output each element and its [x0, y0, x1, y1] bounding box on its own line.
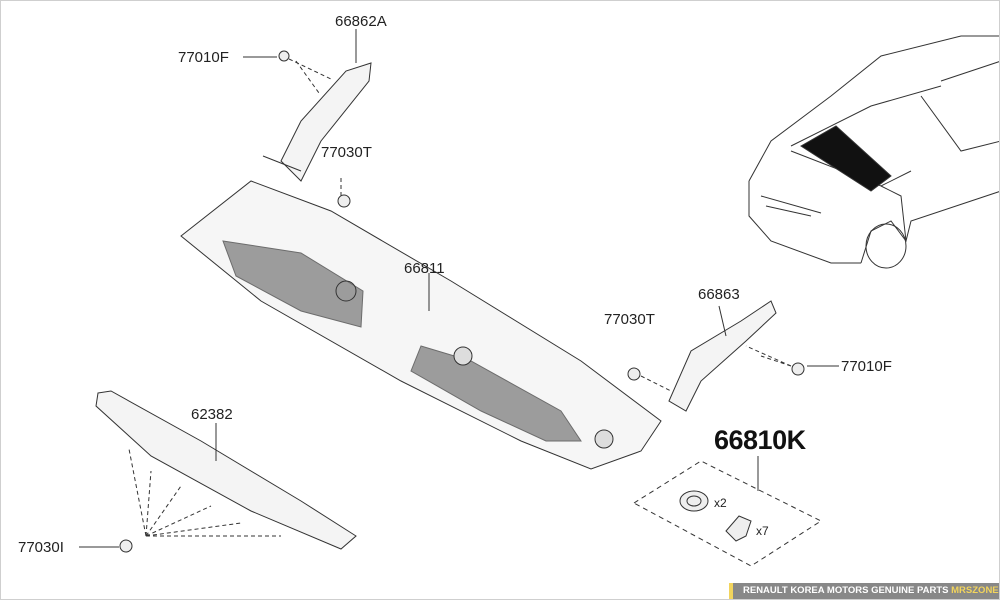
banner-brand: MRSZONE	[951, 585, 999, 596]
label-66811: 66811	[404, 260, 445, 277]
label-77010f-right: 77010F	[841, 358, 892, 375]
label-62382: 62382	[191, 406, 233, 423]
banner-text: RENAULT KOREA MOTORS GENUINE PARTS	[743, 585, 949, 596]
watermark-banner: RENAULT KOREA MOTORS GENUINE PARTS MRSZO…	[729, 583, 999, 599]
kit-part-number: 66810K	[714, 425, 806, 455]
label-66863: 66863	[698, 286, 740, 303]
kit-qty-grommet: x2	[714, 496, 727, 510]
car-illustration	[748, 35, 999, 269]
label-66862a: 66862A	[335, 13, 387, 30]
label-77030t-left: 77030T	[321, 144, 372, 161]
label-77030t-right: 77030T	[604, 311, 655, 328]
label-77030i: 77030I	[18, 539, 64, 556]
label-77010f-left: 77010F	[178, 49, 229, 66]
kit-qty-clip: x7	[756, 524, 769, 538]
